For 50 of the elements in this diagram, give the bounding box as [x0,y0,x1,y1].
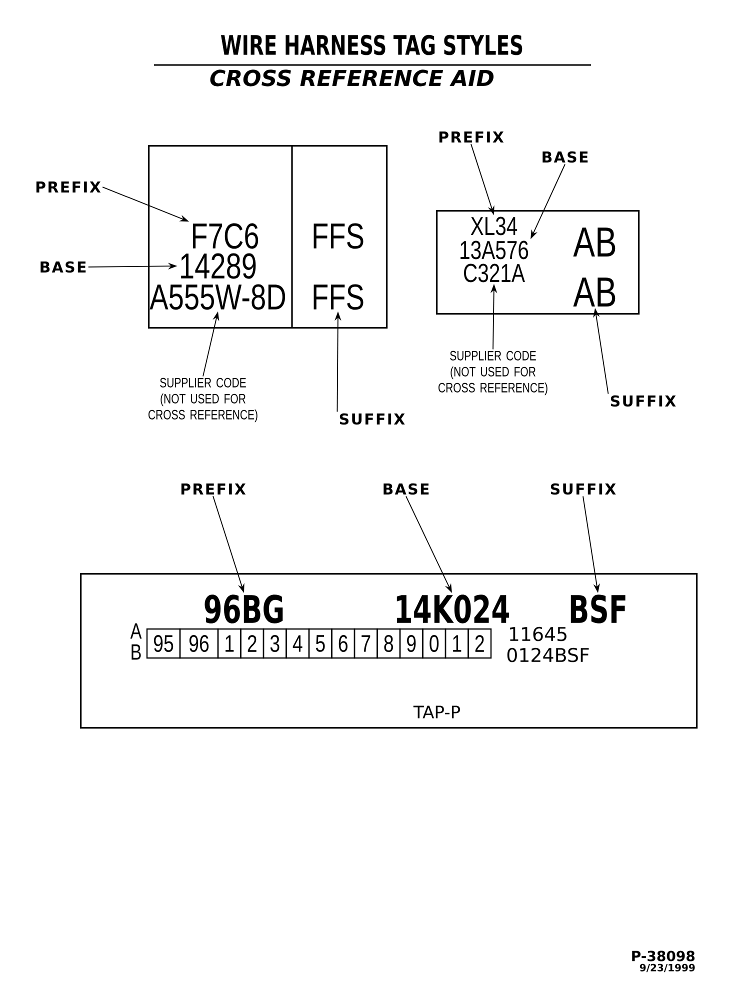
digit-cell: 4 [286,628,310,659]
tag-box [148,145,388,329]
tag-code: XL34 [470,216,518,236]
label-text: B [132,644,141,660]
label-text: 11645 [510,626,566,642]
tag-code: C321A [464,264,525,282]
digit-cell: 96 [179,628,219,659]
title: WIRE HARNESS TAG STYLES [221,34,522,56]
label-text: 0124BSF [507,648,589,662]
tag-code: 14K024 [396,594,509,624]
tag-code: 96BG [204,594,283,624]
digit-cell: 7 [354,628,378,659]
digit-cell: 6 [331,628,356,659]
callout-label: PREFIX [181,484,246,494]
tag-code: AB [573,278,616,306]
callout-label: SUFFIX [340,413,405,425]
digit-cell: 2 [240,628,264,659]
callout-label: PREFIX [36,182,101,192]
digit-cell: 1 [444,628,469,659]
label-text: A [130,623,142,639]
label-text: AB [573,228,616,256]
callout-label: BASE [384,483,429,495]
digit-cell: 3 [262,628,287,659]
tag-box [436,210,640,315]
tag-code: 13A576 [460,240,528,260]
callout-label: BASE [40,261,86,273]
digit-cell: 8 [376,628,401,659]
tag-box [80,573,698,729]
label-text: P-38098 [632,950,695,962]
callout-label: SUFFIX [550,483,616,495]
label-text: FFS [314,223,364,249]
callout-label: PREFIX [439,132,504,142]
digit-cell: 1 [217,628,242,659]
callout-note: SUPPLIER CODE (NOT USED FOR CROSS REFERENCE) [438,350,548,396]
tag-code: 14289 [181,253,256,279]
label-text: 9/23/1999 [640,964,695,972]
tag-code: A555W-8D [150,284,286,310]
tag-code: BSF [570,594,626,624]
digit-cell: 0 [422,628,446,659]
callout-label: BASE [542,151,588,163]
tag-code: FFS [314,284,364,310]
digit-cell: 9 [399,628,424,659]
digit-cell: 2 [468,628,492,659]
digit-cell: 5 [308,628,332,659]
callout-label: SUFFIX [610,395,676,407]
callout-note: SUPPLIER CODE (NOT USED FOR CROSS REFERENCE) [148,378,258,422]
label-text: TAP-P [413,706,460,718]
label-text: CROSS REFERENCE AID [210,70,494,86]
digit-cell: 95 [146,628,181,659]
tag-code: F7C6 [192,223,258,249]
